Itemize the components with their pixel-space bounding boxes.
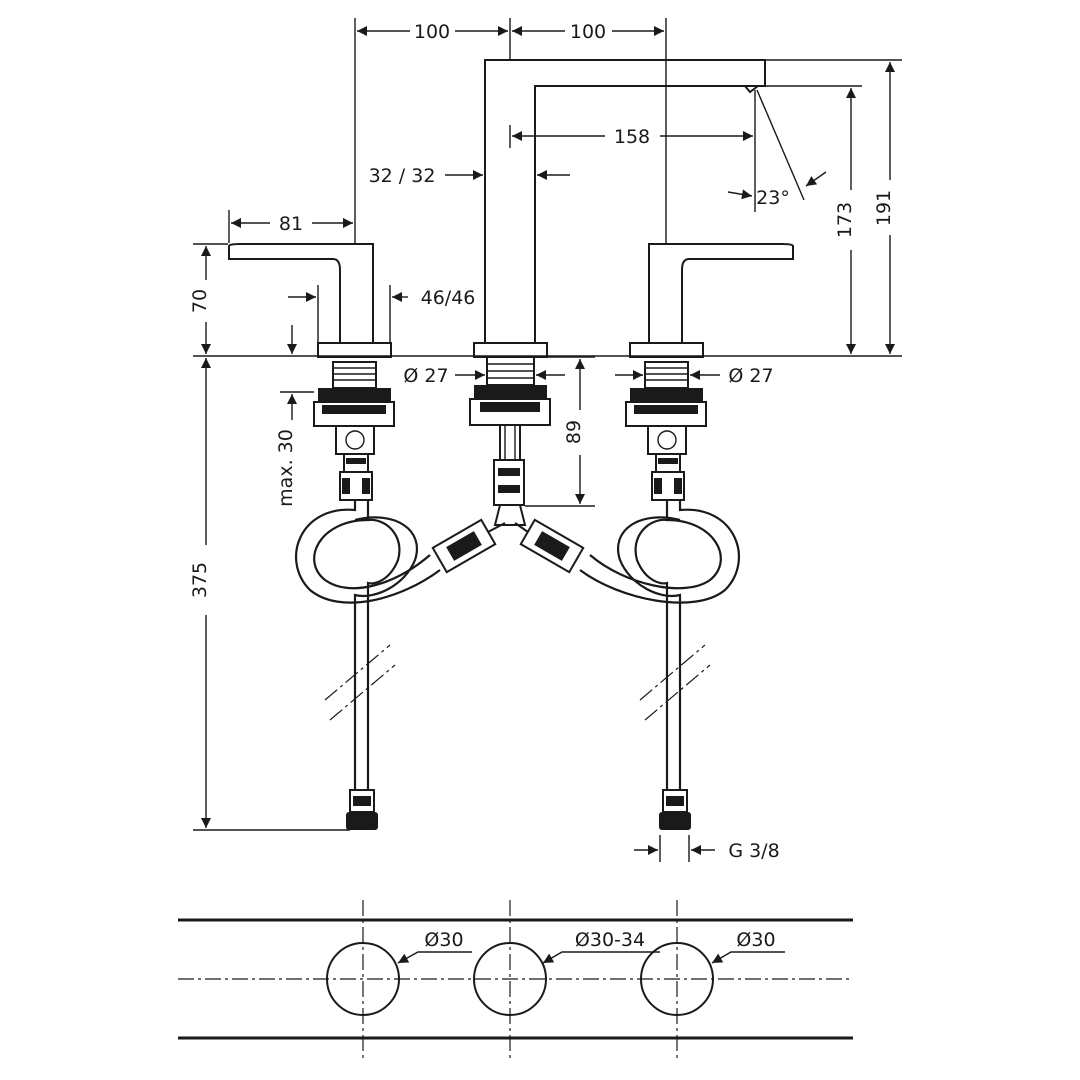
right-handle xyxy=(625,243,794,501)
dim-spout-angle: 23° xyxy=(756,187,790,209)
dim-spout-reach: 158 xyxy=(614,126,650,148)
dim-spout-width: 32 / 32 xyxy=(369,165,436,187)
spout xyxy=(469,59,766,526)
dim-handle-height: 70 xyxy=(189,289,211,313)
dim-shank-left: Ø 27 xyxy=(403,365,448,387)
dim-spacing-left: 100 xyxy=(414,21,450,43)
hole-center-label: Ø30-34 xyxy=(575,929,645,951)
dim-outlet-height: 173 xyxy=(834,202,856,238)
dim-shank-right: Ø 27 xyxy=(728,365,773,387)
dimension-labels: 100 100 81 158 32 / 32 23° 173 191 70 46… xyxy=(189,21,895,862)
hole-right-label: Ø30 xyxy=(736,929,775,951)
hole-left-label: Ø30 xyxy=(424,929,463,951)
hole-center xyxy=(473,942,547,1016)
dim-max-counter: max. 30 xyxy=(275,429,297,507)
dim-connection: G 3/8 xyxy=(728,840,779,862)
dimension-lines xyxy=(193,18,902,862)
break-marks xyxy=(324,644,711,721)
dim-shank-center-length: 89 xyxy=(563,420,585,444)
right-hose xyxy=(514,500,741,830)
hole-plan: Ø30 Ø30-34 Ø30 xyxy=(178,900,853,1062)
dim-handle-width: 46/46 xyxy=(421,287,476,309)
dim-handle-depth: 81 xyxy=(279,213,303,235)
hole-right xyxy=(640,942,714,1016)
dim-spacing-right: 100 xyxy=(570,21,606,43)
left-handle xyxy=(228,243,395,501)
dim-hose-length: 375 xyxy=(189,562,211,598)
hole-left xyxy=(326,942,400,1016)
left-hose xyxy=(294,500,506,830)
dim-total-height: 191 xyxy=(873,190,895,226)
